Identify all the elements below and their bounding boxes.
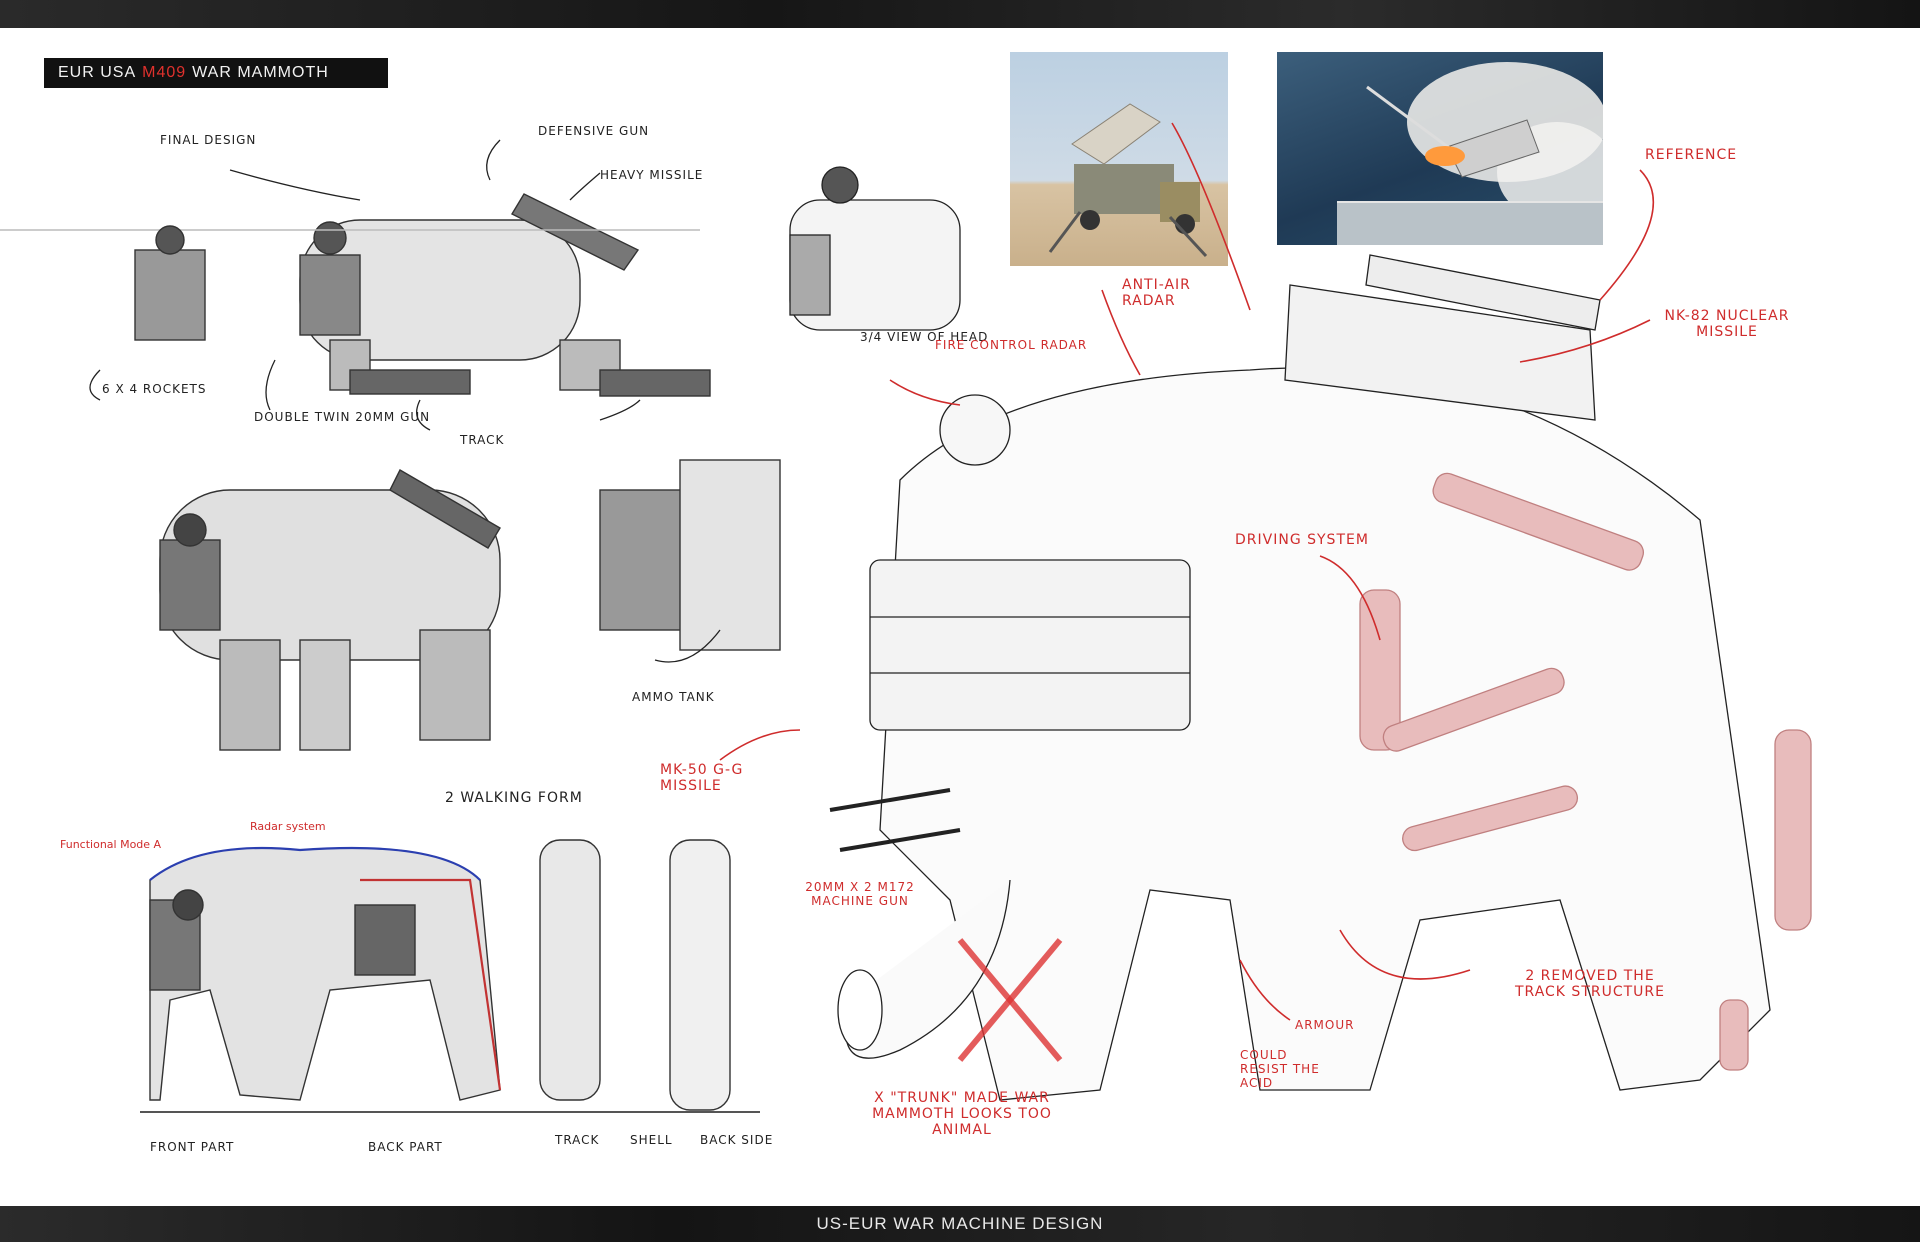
title-prefix: EUR USA	[58, 64, 137, 81]
note-front-part: FRONT PART	[150, 1140, 235, 1154]
note-fire-radar: FIRE CONTROL RADAR	[935, 338, 1088, 352]
page-title: EUR USA M409 WAR MAMMOTH	[44, 58, 388, 88]
pencil-arrows	[89, 139, 721, 663]
note-armour: ARMOUR	[1295, 1018, 1355, 1032]
title-suffix: WAR MAMMOTH	[192, 64, 329, 81]
note-machine-gun: 20MM X 2 M172 MACHINE GUN	[805, 880, 915, 908]
walking-form-sketch	[159, 459, 781, 751]
note-walking: 2 WALKING FORM	[445, 790, 583, 806]
note-heavy-missile: HEAVY MISSILE	[600, 168, 704, 182]
top-band	[0, 0, 1920, 28]
head-view-sketch	[789, 166, 961, 331]
main-mammoth-sketch	[829, 254, 1812, 1101]
note-anti-air: ANTI-AIR RADAR	[1122, 277, 1191, 309]
annotation-arrows	[719, 122, 1655, 1021]
note-nuclear: NK-82 NUCLEAR MISSILE	[1664, 308, 1790, 340]
reference-photo-launcher	[1010, 52, 1228, 266]
note-twin-gun: DOUBLE TWIN 20MM GUN	[254, 410, 431, 424]
functional-mode-sketch	[140, 839, 760, 1113]
note-back-part: BACK PART	[368, 1140, 443, 1154]
note-radar-system: Radar system	[250, 820, 326, 833]
note-shell: SHELL	[630, 1133, 673, 1147]
note-final-design: FINAL DESIGN	[160, 133, 257, 147]
final-design-sketch	[0, 193, 711, 397]
note-mk50: MK-50 G-G MISSILE	[660, 762, 744, 794]
note-track: TRACK	[460, 433, 505, 447]
note-ammo-tank: AMMO TANK	[632, 690, 715, 704]
note-driving: DRIVING SYSTEM	[1235, 532, 1369, 548]
reference-photo-ship-launch	[1277, 52, 1603, 245]
bottom-band	[0, 1206, 1920, 1242]
note-defensive-gun: DEFENSIVE GUN	[538, 124, 650, 138]
note-view-head: 3/4 VIEW OF HEAD	[860, 330, 989, 344]
note-removed-track: 2 REMOVED THE TRACK STRUCTURE	[1514, 968, 1665, 1000]
note-acid: COULD RESIST THE ACID	[1240, 1048, 1320, 1090]
note-rockets: 6 X 4 ROCKETS	[102, 382, 207, 396]
note-reference: REFERENCE	[1645, 147, 1738, 163]
note-back-side: BACK SIDE	[700, 1133, 774, 1147]
footer-caption: US-EUR WAR MACHINE DESIGN	[816, 1214, 1104, 1233]
note-functional: Functional Mode A	[60, 838, 162, 851]
title-model: M409	[142, 64, 187, 81]
note-track-2: TRACK	[555, 1133, 600, 1147]
note-trunk: X "TRUNK" MADE WAR MAMMOTH LOOKS TOO ANI…	[872, 1090, 1052, 1138]
